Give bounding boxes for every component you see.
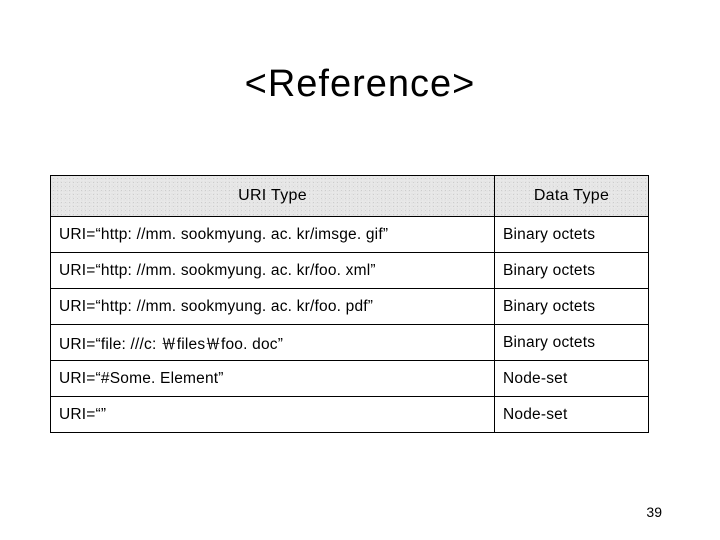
cell-data-type: Binary octets <box>494 252 649 289</box>
table-row: URI=“” Node-set <box>50 396 649 433</box>
uri-type-table: URI Type Data Type URI=“http: //mm. sook… <box>50 175 649 433</box>
cell-uri-type: URI=“http: //mm. sookmyung. ac. kr/foo. … <box>50 288 495 325</box>
table-header: URI Type Data Type <box>50 175 649 217</box>
uri-type-table-container: URI Type Data Type URI=“http: //mm. sook… <box>50 175 649 433</box>
cell-uri-type: URI=“http: //mm. sookmyung. ac. kr/imsge… <box>50 216 495 253</box>
table-row: URI=“http: //mm. sookmyung. ac. kr/imsge… <box>50 216 649 253</box>
cell-data-type: Binary octets <box>494 288 649 325</box>
table-row: URI=“http: //mm. sookmyung. ac. kr/foo. … <box>50 288 649 325</box>
cell-data-type: Node-set <box>494 396 649 433</box>
table-header-row: URI Type Data Type <box>50 175 649 217</box>
cell-data-type: Binary octets <box>494 216 649 253</box>
column-header-uri-type: URI Type <box>50 175 495 217</box>
cell-uri-type: URI=“” <box>50 396 495 433</box>
page-title: <Reference> <box>244 63 476 105</box>
cell-uri-type: URI=“http: //mm. sookmyung. ac. kr/foo. … <box>50 252 495 289</box>
table-body: URI=“http: //mm. sookmyung. ac. kr/imsge… <box>50 216 649 433</box>
page-number: 39 <box>646 504 662 520</box>
cell-uri-type: URI=“#Some. Element” <box>50 360 495 397</box>
table-row: URI=“#Some. Element” Node-set <box>50 360 649 397</box>
cell-data-type: Node-set <box>494 360 649 397</box>
table-row: URI=“http: //mm. sookmyung. ac. kr/foo. … <box>50 252 649 289</box>
column-header-data-type: Data Type <box>494 175 649 217</box>
table-row: URI=“file: ///c: ￦files￦foo. doc” Binary… <box>50 324 649 361</box>
cell-data-type: Binary octets <box>494 324 649 361</box>
cell-uri-type: URI=“file: ///c: ￦files￦foo. doc” <box>50 324 495 361</box>
